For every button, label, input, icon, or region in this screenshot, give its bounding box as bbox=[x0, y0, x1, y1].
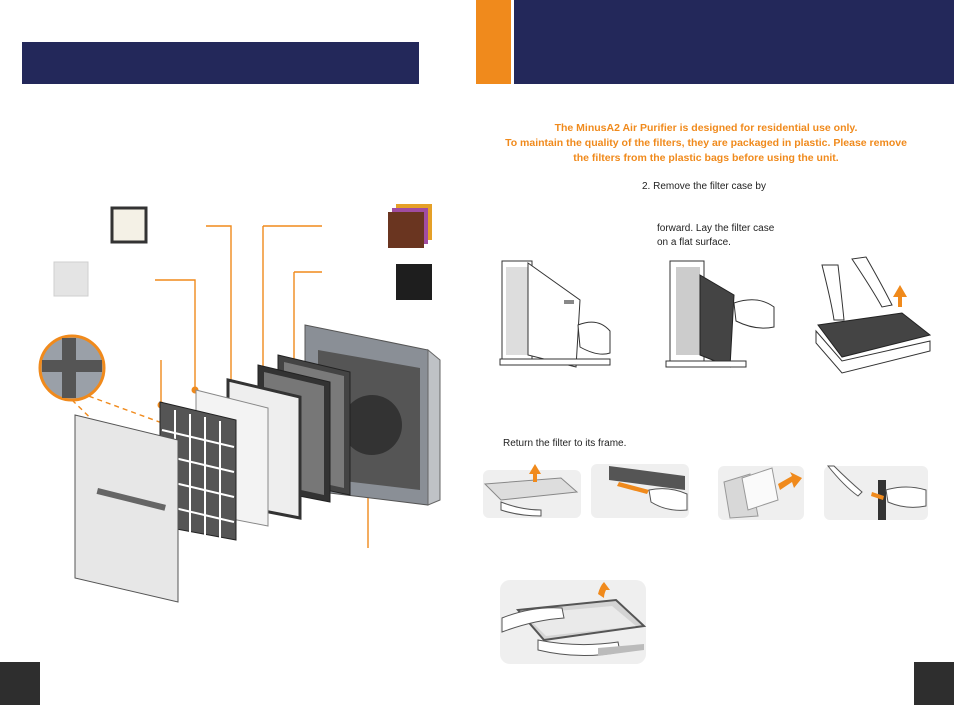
left-header-bar bbox=[22, 42, 419, 84]
illustration-lift-frame bbox=[483, 464, 581, 518]
up-arrow-icon bbox=[529, 464, 541, 482]
right-header-bar bbox=[514, 0, 954, 84]
carbon-filter-thumb bbox=[396, 264, 432, 300]
step-remove-case-line1: 2. Remove the filter case by bbox=[642, 181, 766, 192]
right-arrow-icon bbox=[778, 472, 802, 490]
step-remove-case-line2: forward. Lay the filter case bbox=[657, 223, 775, 234]
up-arrow-icon bbox=[893, 285, 907, 307]
up-arrow-icon bbox=[598, 582, 610, 598]
illustration-unbag-filter bbox=[718, 466, 804, 520]
magnifier-detail bbox=[38, 334, 106, 402]
illustration-insert-filter bbox=[824, 465, 928, 520]
step-return-filter: Return the filter to its frame. bbox=[503, 438, 627, 449]
right-page-corner bbox=[914, 662, 954, 705]
illustration-lift-filter bbox=[815, 256, 932, 374]
exploded-filter-diagram bbox=[38, 204, 441, 603]
step-remove-case-line3: on a flat surface. bbox=[657, 237, 731, 248]
residential-notice: The MinusA2 Air Purifier is designed for… bbox=[505, 122, 907, 164]
odor-filter-thumb bbox=[388, 204, 432, 248]
left-page-corner bbox=[0, 662, 40, 705]
illustration-pull-case bbox=[665, 260, 775, 368]
illustration-reinstall-case bbox=[500, 580, 647, 664]
illustration-tilt-case bbox=[499, 260, 611, 368]
hepa-filter-thumb bbox=[110, 206, 148, 244]
pre-filter-thumb bbox=[53, 261, 89, 297]
orange-tab bbox=[476, 0, 511, 84]
illustration-remove-filter bbox=[591, 464, 689, 518]
